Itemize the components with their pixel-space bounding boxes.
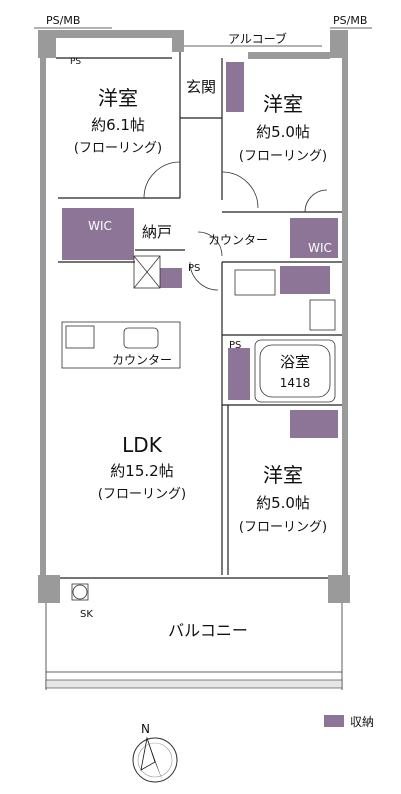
compass-north-label: N <box>141 722 150 736</box>
legend-swatch <box>324 715 344 727</box>
western-2-name: 洋室 <box>263 92 303 116</box>
top-labels: PS/MB PS/MB アルコーブ <box>34 14 372 47</box>
bathroom-name: 浴室 <box>280 353 310 371</box>
wic-right-label: WIC <box>308 241 332 255</box>
room-labels: 洋室 約6.1帖 (フローリング) 洋室 約5.0帖 (フローリング) 洋室 約… <box>74 78 332 640</box>
entrance-storage <box>226 62 244 112</box>
bath-storage <box>228 348 250 400</box>
sk-label: SK <box>80 609 93 620</box>
western-3-size: 約5.0帖 <box>256 494 310 512</box>
small-storage <box>160 268 182 288</box>
alcove-label: アルコーブ <box>228 31 287 46</box>
balcony-label: バルコニー <box>168 621 248 640</box>
balcony <box>45 603 343 690</box>
ldk-size: 約15.2帖 <box>110 462 173 480</box>
small-labels: PS PS PS SK <box>70 57 241 620</box>
compass: N <box>132 722 178 783</box>
ps-mb-right-label: PS/MB <box>333 14 367 27</box>
ps-top-label: PS <box>70 57 81 67</box>
outer-walls <box>38 30 350 603</box>
ps-mid-label: PS <box>188 263 200 274</box>
bedroom-3-storage <box>290 410 338 438</box>
western-1-name: 洋室 <box>98 86 138 110</box>
doors <box>143 161 328 291</box>
western-1-size: 約6.1帖 <box>91 116 145 134</box>
legend: 収納 <box>350 715 374 729</box>
bathroom-size: 1418 <box>280 376 311 390</box>
entrance-label: 玄関 <box>186 78 216 96</box>
wic-left-storage <box>62 208 134 260</box>
ldk-floor: (フローリング) <box>98 487 186 502</box>
western-3-floor: (フローリング) <box>239 520 327 535</box>
ps-bath-label: PS <box>229 340 241 351</box>
counter-kitchen-label: カウンター <box>112 353 172 367</box>
ldk-name: LDK <box>122 433 163 457</box>
western-2-size: 約5.0帖 <box>256 123 310 141</box>
wic-right-storage <box>290 218 338 258</box>
ps-mb-left-label: PS/MB <box>46 14 80 27</box>
fixtures <box>61 255 336 601</box>
wic-left-label: WIC <box>88 219 112 233</box>
western-1-floor: (フローリング) <box>74 141 162 156</box>
storage-shelf <box>280 266 330 294</box>
counter-upper-label: カウンター <box>208 233 268 247</box>
interior-walls <box>56 52 342 579</box>
closet-label: 納戸 <box>142 223 172 241</box>
western-2-floor: (フローリング) <box>239 149 327 164</box>
storage-areas <box>62 62 344 727</box>
legend-label: 収納 <box>350 715 374 729</box>
western-3-name: 洋室 <box>263 463 303 487</box>
